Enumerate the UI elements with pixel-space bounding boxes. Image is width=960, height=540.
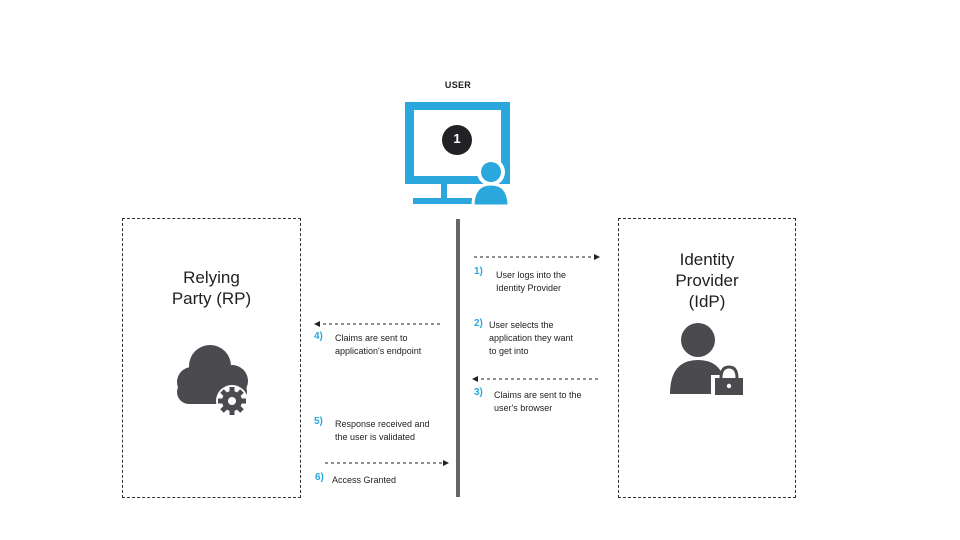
identity-provider-title-line3: (IdP) bbox=[688, 292, 726, 311]
step-4-number: 4) bbox=[314, 331, 323, 342]
relying-party-box: Relying Party (RP) bbox=[122, 218, 301, 498]
monitor-badge-number: 1 bbox=[453, 131, 461, 146]
step-6-number: 6) bbox=[315, 472, 324, 483]
step-1-number: 1) bbox=[474, 266, 483, 277]
relying-party-title-line1: Relying bbox=[183, 268, 240, 287]
cloud-gear-icon bbox=[177, 345, 248, 417]
step-3-number: 3) bbox=[474, 387, 483, 398]
step-6-text: Access Granted bbox=[332, 475, 397, 485]
user-lock-icon bbox=[670, 323, 747, 399]
relying-party-title-line2: Party (RP) bbox=[171, 289, 252, 308]
identity-provider-title-line1: Identity bbox=[679, 250, 735, 269]
flow-divider-line bbox=[456, 219, 460, 497]
step-2-number: 2) bbox=[474, 318, 483, 329]
user-label: USER bbox=[444, 80, 472, 90]
identity-provider-box: Identity Provider (IdP) bbox=[618, 218, 796, 498]
identity-provider-title-line2: Provider bbox=[675, 271, 739, 290]
step-5-number: 5) bbox=[314, 416, 323, 427]
